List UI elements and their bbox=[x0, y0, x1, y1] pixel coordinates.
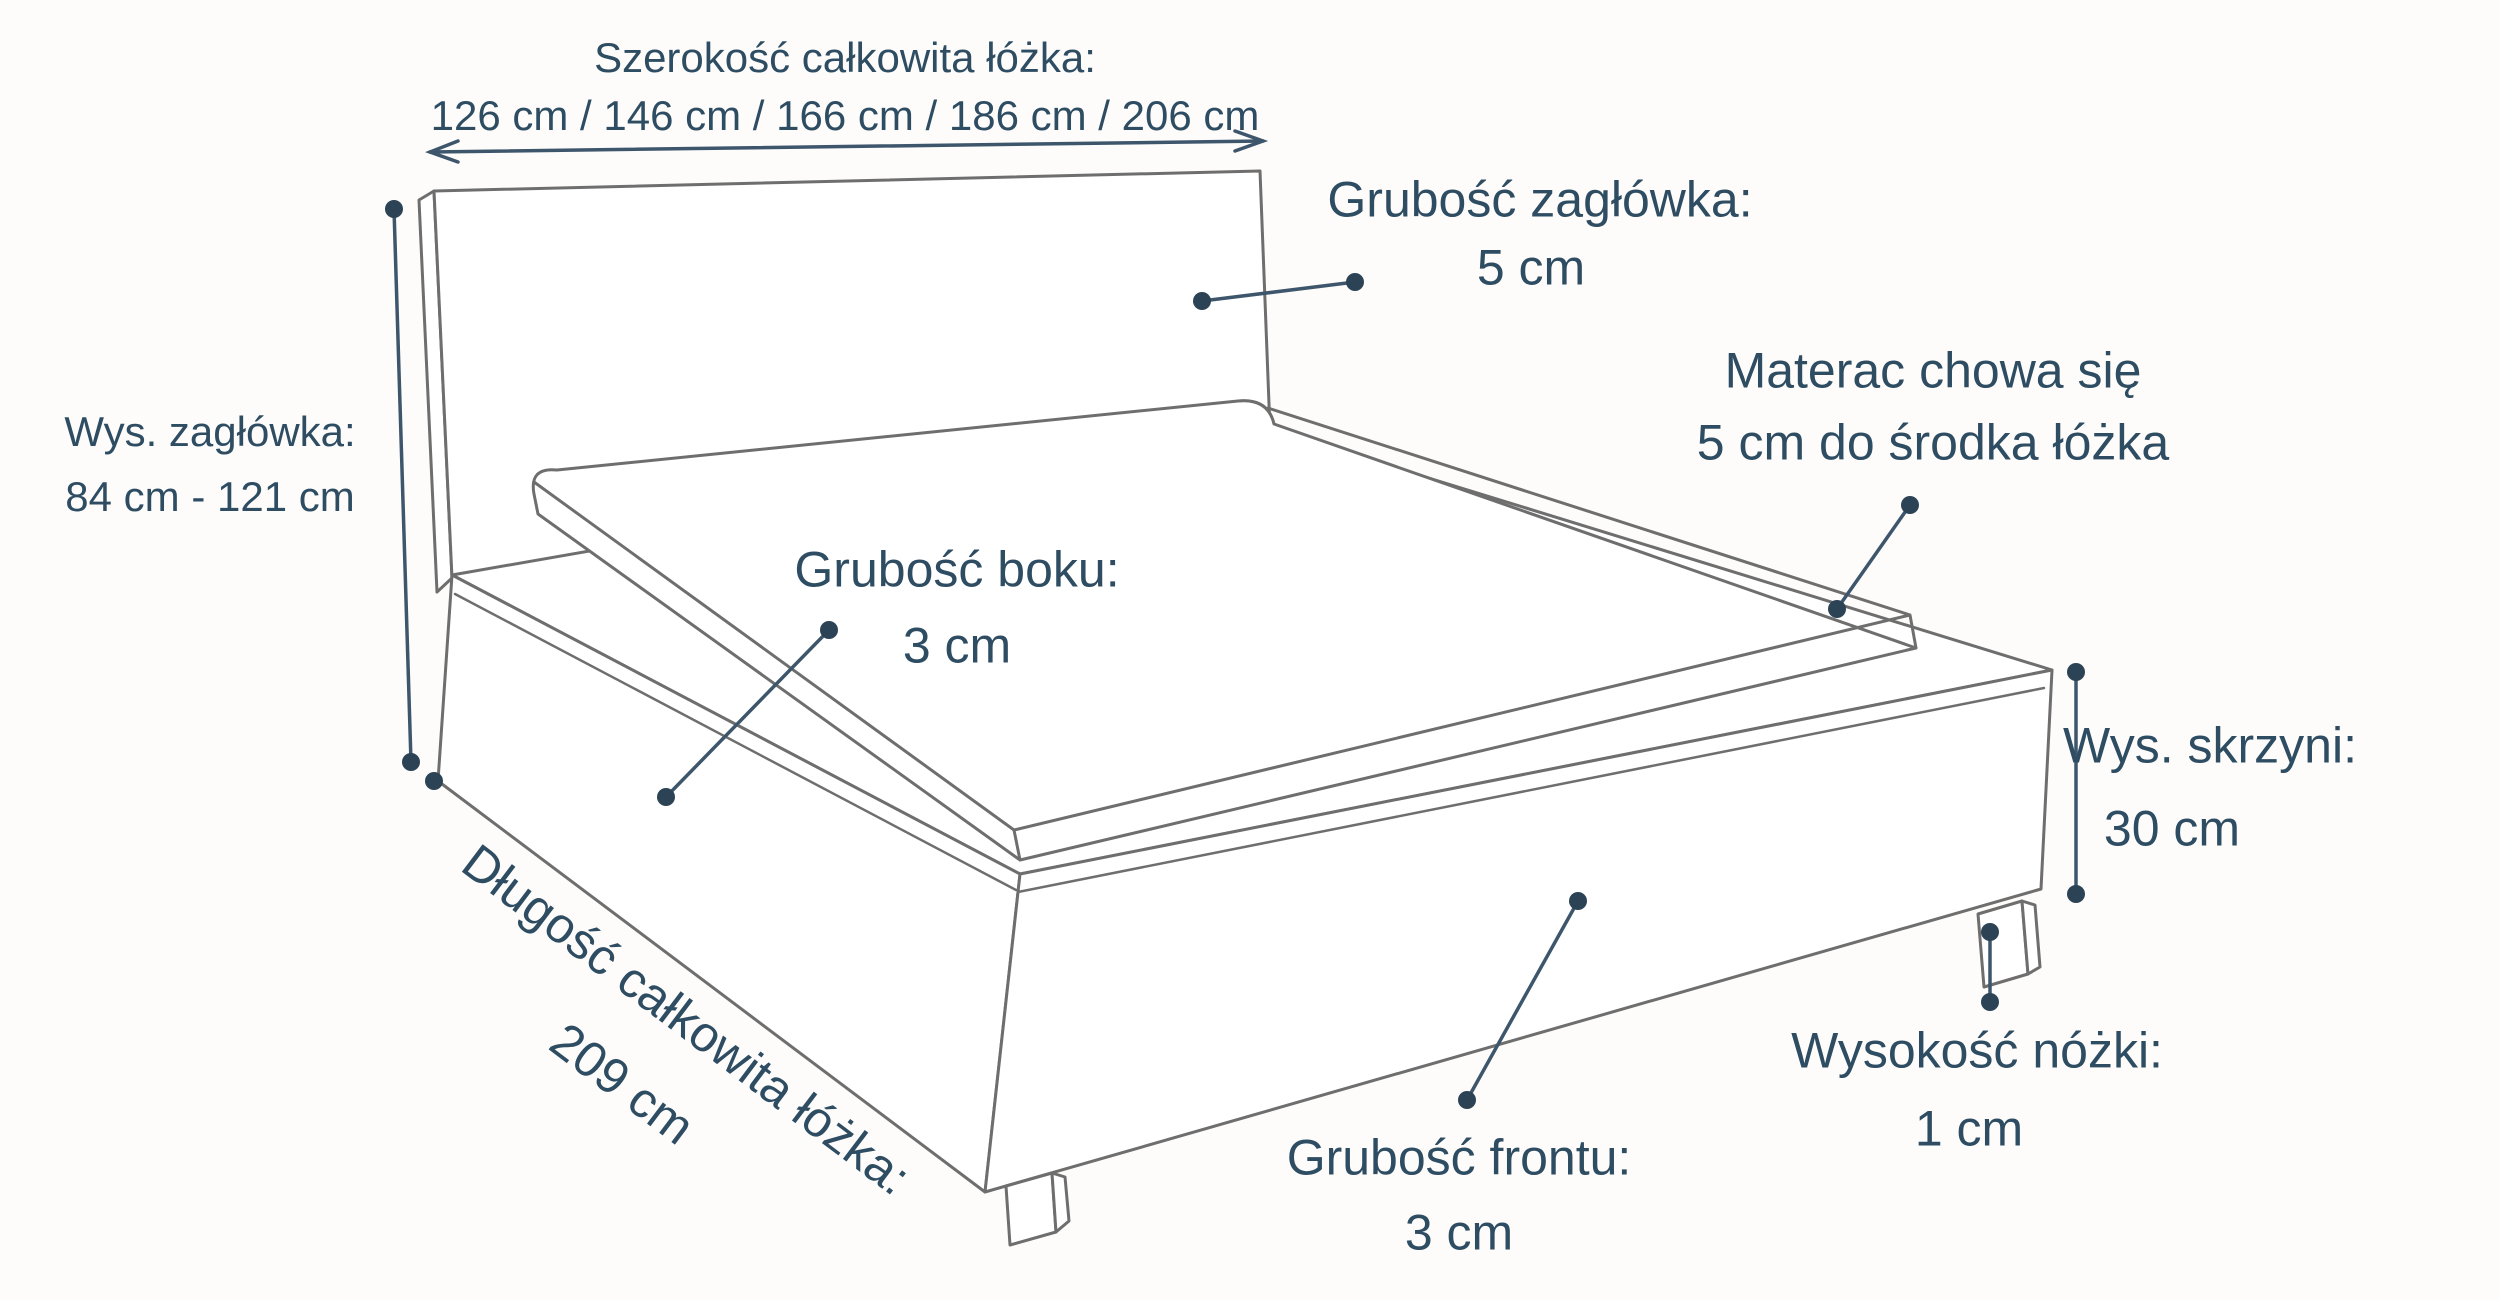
width-dimension-arrowheads bbox=[425, 129, 1269, 164]
front-left-leg-side bbox=[1050, 1171, 1071, 1234]
headboard-thickness-leader bbox=[1200, 280, 1357, 303]
dot-headboard-thickness-b bbox=[1346, 273, 1364, 291]
dot-headboard-height-bottom bbox=[402, 753, 420, 771]
dot-box-height-bottom bbox=[2067, 885, 2085, 903]
label-box-height-title: Wys. skrzyni: bbox=[2063, 717, 2357, 774]
dot-leg-height-top bbox=[1981, 923, 1999, 941]
dimension-dots bbox=[385, 200, 2085, 1109]
label-mattress-recess-value: 5 cm do środka łóżka bbox=[1696, 414, 2170, 471]
mattress-recess-leader bbox=[1835, 503, 1912, 611]
label-headboard-thickness-title: Grubość zagłówka: bbox=[1327, 171, 1753, 228]
label-headboard-height-title: Wys. zagłówka: bbox=[64, 407, 356, 455]
dot-mattress-recess-a bbox=[1901, 496, 1919, 514]
headboard-height-dimension-line bbox=[392, 207, 413, 764]
dot-front-thickness-b bbox=[1458, 1091, 1476, 1109]
dot-side-thickness-b bbox=[657, 788, 675, 806]
label-total-width-title: Szerokość całkowita łóżka: bbox=[594, 33, 1096, 81]
front-left-leg bbox=[1004, 1171, 1058, 1247]
label-front-thickness-value: 3 cm bbox=[1404, 1204, 1514, 1261]
dimension-lines bbox=[392, 129, 2078, 1102]
label-headboard-thickness-value: 5 cm bbox=[1476, 239, 1586, 296]
front-thickness-leader bbox=[1465, 899, 1580, 1102]
dot-mattress-recess-b bbox=[1828, 600, 1846, 618]
label-front-thickness-title: Grubość frontu: bbox=[1286, 1129, 1632, 1186]
front-right-leg-side bbox=[2020, 899, 2042, 976]
dot-leg-height-bottom bbox=[1981, 993, 1999, 1011]
label-leg-height-value: 1 cm bbox=[1914, 1100, 2024, 1157]
label-headboard-height-value: 84 cm - 121 cm bbox=[65, 472, 355, 520]
dot-headboard-thickness-a bbox=[1193, 292, 1211, 310]
dot-headboard-height-top bbox=[385, 200, 403, 218]
width-dimension-line bbox=[428, 139, 1265, 154]
side-thickness-leader bbox=[664, 628, 831, 799]
label-side-thickness-title: Grubość boku: bbox=[794, 541, 1120, 598]
label-box-height-value: 30 cm bbox=[2103, 800, 2241, 857]
mattress-edges bbox=[532, 406, 1918, 862]
mattress bbox=[531, 399, 1918, 862]
dot-length-corner bbox=[425, 772, 443, 790]
dot-box-height-top bbox=[2067, 663, 2085, 681]
label-mattress-recess-title: Materac chowa się bbox=[1724, 342, 2142, 399]
front-right-leg bbox=[1976, 899, 2030, 989]
label-side-thickness-value: 3 cm bbox=[902, 617, 1012, 674]
dot-front-thickness-a bbox=[1569, 892, 1587, 910]
dot-side-thickness-a bbox=[820, 621, 838, 639]
box-front-face bbox=[983, 668, 2054, 1194]
label-leg-height-title: Wysokość nóżki: bbox=[1791, 1022, 2163, 1079]
label-total-width-values: 126 cm / 146 cm / 166 cm / 186 cm / 206 … bbox=[430, 91, 1260, 139]
box-lid-seam bbox=[453, 592, 2046, 894]
